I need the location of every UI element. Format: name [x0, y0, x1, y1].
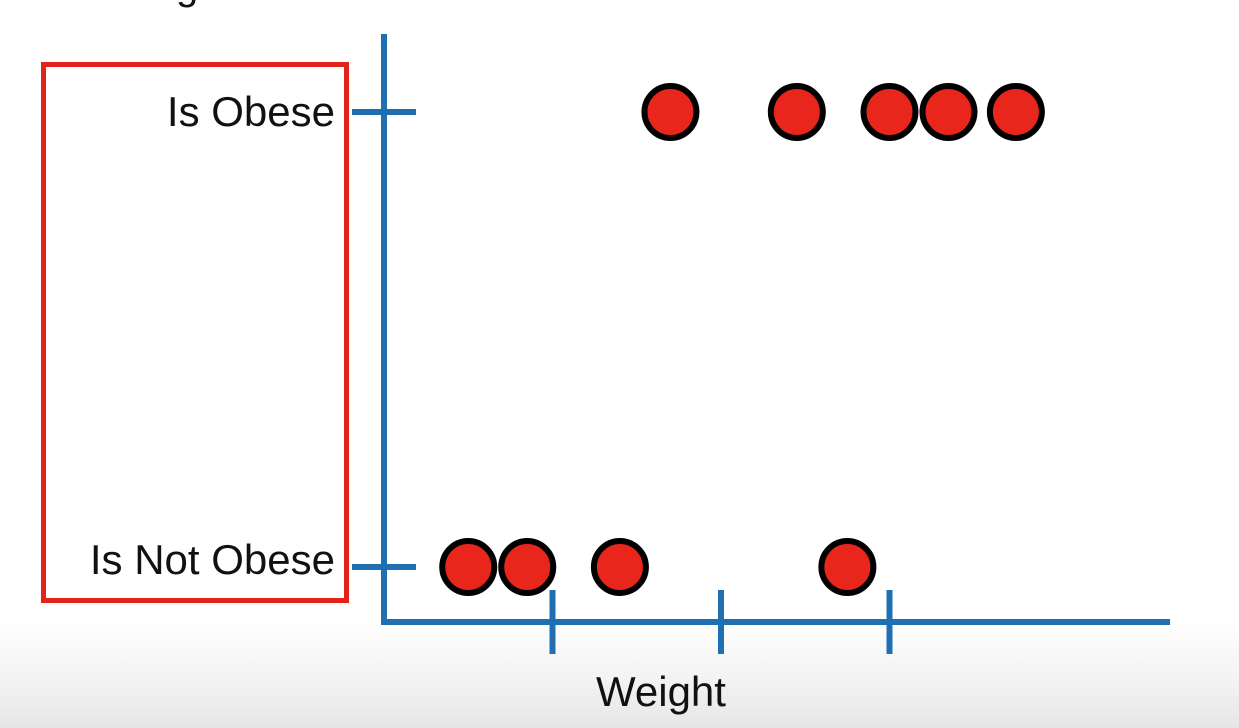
data-point-4 [818, 538, 877, 596]
x-axis-label: Weight [596, 668, 726, 715]
y-labels-highlight-box [41, 62, 349, 603]
data-point-7 [860, 83, 919, 141]
data-point-6 [767, 83, 826, 141]
data-points [439, 83, 1045, 596]
data-point-5 [641, 83, 700, 141]
y-tick-label-is-not-obese: Is Not Obese [89, 536, 335, 583]
x-ticks [549, 590, 893, 654]
data-point-1 [439, 538, 498, 596]
partial-top-text: g [176, 0, 198, 6]
data-point-9 [986, 83, 1045, 141]
data-point-2 [498, 538, 557, 596]
data-point-8 [919, 83, 978, 141]
y-tick-label-is-obese: Is Obese [166, 88, 335, 135]
data-point-3 [590, 538, 649, 596]
